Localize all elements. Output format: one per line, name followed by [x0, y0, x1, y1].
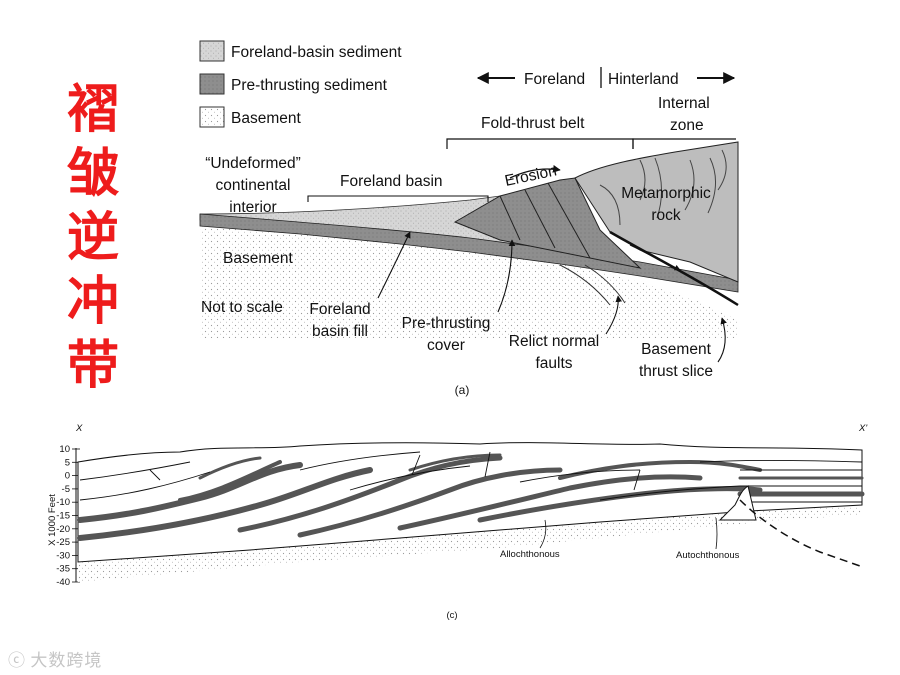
legend-label-foreland: Foreland-basin sediment — [231, 44, 402, 61]
y-tick-label: -30 — [56, 550, 70, 561]
internal-zone-label-1: Internal — [658, 95, 710, 112]
not-to-scale-label: Not to scale — [201, 299, 283, 316]
legend-swatch-prethrusting — [200, 74, 224, 94]
legend-swatch-basement — [200, 107, 224, 127]
basement-thrust-label-1: Basement — [641, 341, 711, 358]
legend-label-prethrusting: Pre-thrusting sediment — [231, 77, 388, 94]
endpoint-left: X — [75, 423, 83, 434]
internal-zone-label-2: zone — [670, 117, 704, 134]
fold-thrust-bracket — [447, 139, 633, 149]
relict-faults-label-2: faults — [535, 355, 572, 372]
metamorphic-label-1: Metamorphic — [621, 185, 711, 202]
basement-thrust-label-2: thrust slice — [639, 363, 713, 380]
autochthonous-label: Autochthonous — [676, 550, 740, 561]
y-tick-label: 5 — [65, 457, 70, 468]
hinterland-label: Hinterland — [608, 71, 679, 88]
foreland-label: Foreland — [524, 71, 585, 88]
fold-thrust-belt-label: Fold-thrust belt — [481, 115, 585, 132]
legend-swatch-foreland — [200, 41, 224, 61]
legend: Foreland-basin sediment Pre-thrusting se… — [200, 41, 402, 127]
undeformed-label-2: continental — [216, 177, 291, 194]
watermark-text: 大数跨境 — [30, 651, 102, 671]
basement-label: Basement — [223, 250, 293, 267]
direction-header: Foreland Hinterland — [478, 67, 734, 88]
y-tick-label: -15 — [56, 511, 70, 522]
y-tick-label: -25 — [56, 537, 70, 548]
y-tick-label: -35 — [56, 564, 70, 575]
foreland-fill-label-1: Foreland — [309, 301, 370, 318]
allochthonous-label: Allochthonous — [500, 549, 560, 560]
foreland-basin-label: Foreland basin — [340, 173, 443, 190]
legend-label-basement: Basement — [231, 110, 301, 127]
y-tick-label: -40 — [56, 577, 70, 588]
caption-a: (a) — [455, 383, 470, 397]
y-tick-label: 0 — [65, 471, 70, 482]
prethrusting-cover-label-1: Pre-thrusting — [402, 315, 491, 332]
undeformed-label-3: interior — [229, 199, 276, 216]
y-tick-label: -10 — [56, 497, 70, 508]
metamorphic-label-2: rock — [651, 207, 681, 224]
watermark: ⓒ 大数跨境 — [8, 646, 102, 671]
diagram-a: Foreland-basin sediment Pre-thrusting se… — [200, 41, 738, 397]
y-tick-label: -5 — [62, 484, 70, 495]
foreland-fill-label-2: basin fill — [312, 323, 368, 340]
prethrusting-cover-label-2: cover — [427, 337, 465, 354]
endpoint-right: X' — [858, 423, 868, 434]
y-tick-label: 10 — [59, 444, 70, 455]
undeformed-label-1: “Undeformed” — [205, 155, 301, 172]
diagram-c: X X' X 1000 Feet 1050-5-10-15-20-25-30-3… — [47, 423, 868, 621]
relict-faults-label-1: Relict normal — [509, 333, 599, 350]
y-tick-label: -20 — [56, 524, 70, 535]
watermark-logo-icon: ⓒ — [8, 651, 25, 671]
leader-autochthonous — [716, 518, 717, 549]
caption-c: (c) — [446, 610, 457, 621]
